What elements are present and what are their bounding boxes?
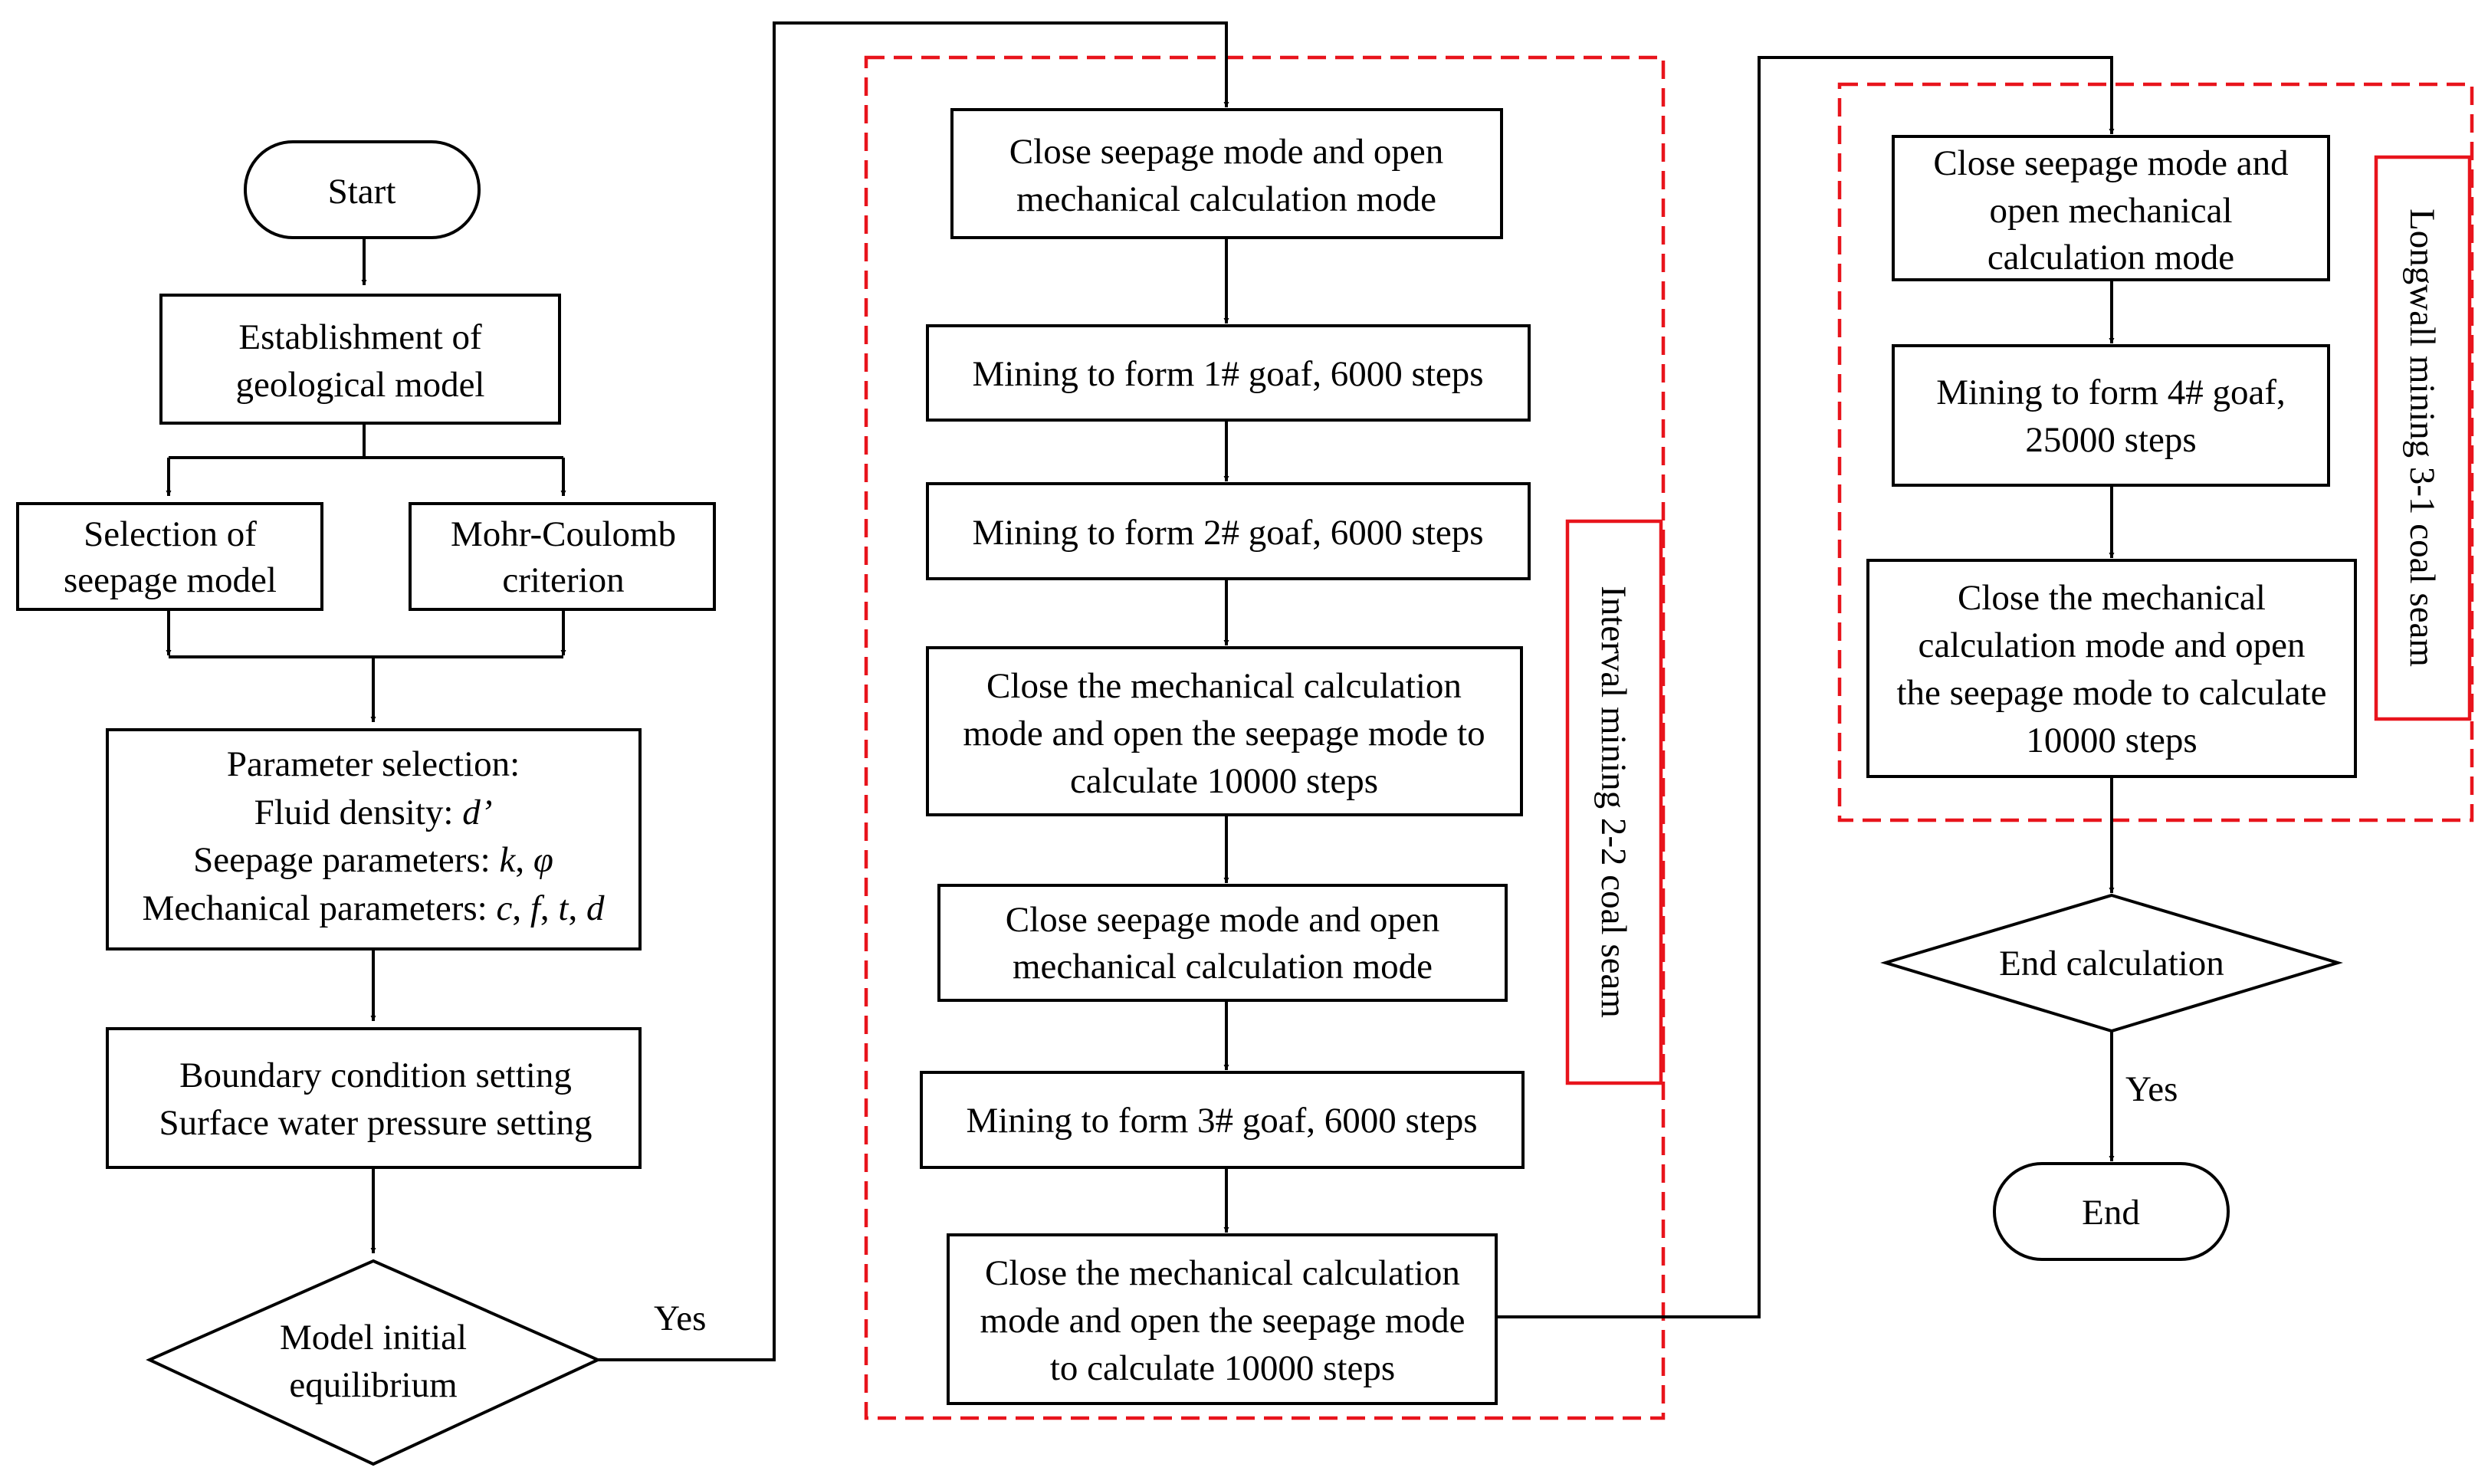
close-seepage-1-line2: mechanical calculation mode [1016, 179, 1436, 219]
close-seepage-1-line1: Close seepage mode and open [1009, 132, 1443, 172]
equilibrium-line2: equilibrium [289, 1365, 457, 1405]
longwall-mining-group-border [1837, 82, 2474, 822]
close-mechanical-box-3: Close the mechanical calculation mode an… [1866, 559, 2357, 778]
mining-1-goaf-box: Mining to form 1# goaf, 6000 steps [926, 324, 1531, 422]
mining-3-goaf-box: Mining to form 3# goaf, 6000 steps [920, 1071, 1525, 1169]
geological-model-line2: geological model [236, 365, 485, 405]
close-mechanical-2-line2: mode and open the seepage mode [980, 1301, 1466, 1341]
close-mechanical-3-line4: 10000 steps [2026, 721, 2197, 760]
start-node: Start [244, 140, 481, 239]
interval-mining-label: Interval mining 2-2 coal seam [1594, 586, 1633, 1018]
mining-4-goaf-box: Mining to form 4# goaf, 25000 steps [1892, 344, 2330, 487]
mohr-coulomb-line1: Mohr-Coulomb [451, 514, 676, 554]
close-mechanical-1-line2: mode and open the seepage mode to [963, 714, 1485, 753]
seepage-model-line1: Selection of [84, 514, 257, 554]
end-calculation-diamond: End calculation [1880, 893, 2343, 1033]
close-mechanical-2-line1: Close the mechanical calculation [985, 1253, 1460, 1293]
boundary-condition-line2: Surface water pressure setting [159, 1103, 592, 1143]
close-mechanical-3-line1: Close the mechanical [1958, 578, 2266, 618]
equilibrium-line1: Model initial [280, 1318, 467, 1358]
geological-model-line1: Establishment of [238, 317, 482, 357]
mechanical-parameters-line: Mechanical parameters: c, f, t, d [143, 888, 605, 928]
mining-1-goaf-label: Mining to form 1# goaf, 6000 steps [972, 354, 1483, 394]
close-seepage-3-line2: open mechanical [1989, 191, 2232, 231]
interval-mining-label-box: Interval mining 2-2 coal seam [1565, 519, 1663, 1085]
close-seepage-box-2: Close seepage mode and open mechanical c… [937, 884, 1508, 1002]
mohr-coulomb-line2: criterion [502, 560, 624, 600]
seepage-model-line2: seepage model [64, 560, 277, 600]
close-seepage-2-line2: mechanical calculation mode [1013, 947, 1433, 987]
mohr-coulomb-box: Mohr-Coulomb criterion [409, 502, 716, 611]
close-seepage-box-1: Close seepage mode and open mechanical c… [950, 108, 1503, 239]
close-mechanical-box-2: Close the mechanical calculation mode an… [947, 1233, 1498, 1405]
yes-label-equilibrium: Yes [654, 1298, 706, 1338]
end-node: End [1993, 1162, 2230, 1261]
end-calculation-label: End calculation [1999, 944, 2224, 983]
mining-2-goaf-box: Mining to form 2# goaf, 6000 steps [926, 482, 1531, 580]
close-seepage-3-line3: calculation mode [1987, 238, 2234, 277]
longwall-mining-label-box: Longwall mining 3-1 coal seam [2374, 155, 2472, 721]
close-seepage-box-3: Close seepage mode and open mechanical c… [1892, 135, 2330, 281]
interval-mining-group-border [864, 55, 1666, 1420]
mining-4-goaf-line1: Mining to form 4# goaf, [1936, 373, 2286, 412]
connectors [166, 21, 2115, 1361]
close-mechanical-3-line3: the seepage mode to calculate [1896, 673, 2326, 713]
parameter-selection-title: Parameter selection: [227, 744, 520, 784]
longwall-mining-label: Longwall mining 3-1 coal seam [2402, 208, 2442, 667]
close-mechanical-1-line1: Close the mechanical calculation [986, 666, 1462, 706]
close-seepage-3-line1: Close seepage mode and [1933, 143, 2288, 183]
close-mechanical-3-line2: calculation mode and open [1918, 625, 2305, 665]
parameter-selection-box: Parameter selection: Fluid density: d’ S… [106, 728, 642, 950]
boundary-condition-box: Boundary condition setting Surface water… [106, 1027, 642, 1169]
mining-3-goaf-label: Mining to form 3# goaf, 6000 steps [966, 1101, 1477, 1141]
mining-4-goaf-line2: 25000 steps [2025, 420, 2196, 460]
seepage-model-box: Selection of seepage model [16, 502, 323, 611]
close-mechanical-box-1: Close the mechanical calculation mode an… [926, 646, 1523, 816]
mining-2-goaf-label: Mining to form 2# goaf, 6000 steps [972, 513, 1483, 553]
seepage-parameters-line: Seepage parameters: k, φ [193, 840, 553, 880]
geological-model-box: Establishment of geological model [159, 294, 561, 425]
close-mechanical-1-line3: calculate 10000 steps [1070, 761, 1378, 801]
end-label: End [2082, 1193, 2140, 1233]
close-mechanical-2-line3: to calculate 10000 steps [1050, 1348, 1395, 1388]
boundary-condition-line1: Boundary condition setting [179, 1056, 572, 1095]
model-initial-equilibrium-diamond: Model initial equilibrium [146, 1259, 602, 1466]
start-label: Start [328, 172, 396, 212]
yes-label-end: Yes [2125, 1069, 2178, 1109]
close-seepage-2-line1: Close seepage mode and open [1006, 900, 1439, 940]
fluid-density-line: Fluid density: d’ [254, 793, 493, 832]
